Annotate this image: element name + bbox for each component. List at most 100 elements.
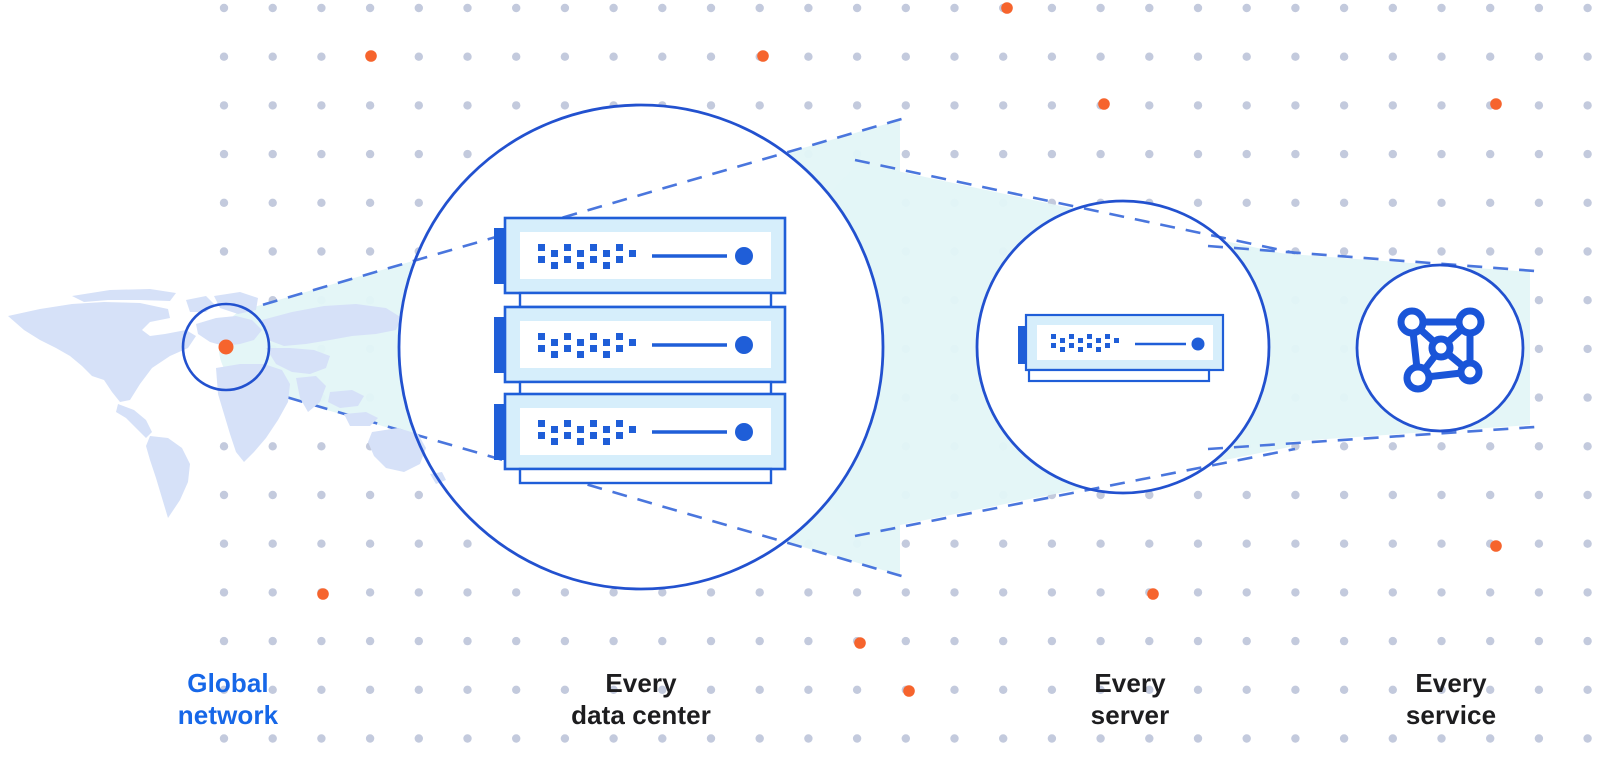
- service-circle[interactable]: [1355, 263, 1525, 433]
- grid-dot: [463, 52, 472, 61]
- grid-dot: [268, 490, 277, 500]
- grid-dot: [219, 52, 229, 61]
- grid-dot: [219, 101, 229, 110]
- dashed-line-server-top: [1207, 244, 1536, 273]
- stage-every-data-center[interactable]: [397, 103, 885, 591]
- grid-dot: [317, 539, 326, 548]
- grid-dot: [755, 636, 764, 646]
- grid-dot: [268, 52, 277, 61]
- grid-dot: [1583, 636, 1592, 646]
- grid-dot: [852, 734, 862, 743]
- grid-dot: [1534, 101, 1544, 110]
- grid-dot: [1193, 3, 1203, 13]
- grid-dot: [365, 247, 375, 256]
- grid-dot: [317, 101, 326, 110]
- grid-dot: [1242, 490, 1251, 500]
- grid-dot: [755, 3, 764, 13]
- grid-dot: [852, 685, 862, 694]
- grid-dot: [1193, 636, 1203, 646]
- grid-dot: [1193, 149, 1203, 159]
- grid-dot: [1339, 442, 1349, 451]
- grid-dot: [999, 636, 1008, 646]
- accent-grid-dot: [1001, 2, 1013, 14]
- grid-dot: [609, 588, 618, 597]
- grid-dot: [1242, 588, 1251, 597]
- grid-dot: [1388, 685, 1398, 694]
- grid-dot: [1583, 442, 1592, 451]
- grid-dot: [1437, 442, 1446, 451]
- grid-dot: [1242, 52, 1251, 61]
- grid-dot: [219, 539, 229, 548]
- grid-dot: [804, 588, 813, 597]
- grid-dot: [512, 52, 521, 61]
- global-network-highlight-circle[interactable]: [181, 302, 271, 392]
- grid-dot: [1339, 490, 1349, 500]
- grid-dot: [414, 101, 423, 110]
- grid-dot: [1145, 685, 1154, 694]
- grid-dot: [414, 636, 423, 646]
- grid-dot: [804, 685, 813, 694]
- grid-dot: [1339, 198, 1349, 207]
- stage-global-network[interactable]: [8, 289, 446, 518]
- stage-every-service[interactable]: [1355, 263, 1525, 433]
- grid-dot: [1339, 3, 1349, 13]
- dashed-line-datacenter-bottom: [854, 447, 1296, 538]
- grid-dot: [219, 442, 229, 451]
- grid-dot: [901, 539, 910, 548]
- grid-dot: [658, 3, 667, 13]
- grid-dot: [999, 734, 1008, 743]
- grid-dot: [560, 685, 570, 694]
- grid-dot: [755, 734, 764, 743]
- server-circle[interactable]: [975, 199, 1271, 495]
- grid-dot: [414, 588, 423, 597]
- grid-dot: [1242, 539, 1251, 548]
- grid-dot: [219, 588, 229, 597]
- grid-dot: [1486, 588, 1495, 597]
- stage-every-server[interactable]: [975, 199, 1271, 495]
- grid-dot: [463, 734, 472, 743]
- grid-dot: [706, 3, 716, 13]
- grid-dot: [1388, 636, 1398, 646]
- grid-dot: [560, 52, 570, 61]
- grid-dot: [1242, 149, 1251, 159]
- data-center-circle[interactable]: [397, 103, 885, 591]
- grid-dot: [1145, 101, 1154, 110]
- grid-dot: [950, 52, 959, 61]
- dot-matrix-vent: [538, 244, 636, 269]
- grid-dot: [219, 149, 229, 159]
- grid-dot: [1047, 539, 1057, 548]
- grid-dot: [901, 101, 910, 110]
- grid-dot: [1047, 588, 1057, 597]
- grid-dot: [1534, 296, 1544, 305]
- grid-dot: [1145, 3, 1154, 13]
- grid-dot: [1583, 734, 1592, 743]
- network-nodes-icon: [1397, 307, 1485, 393]
- grid-dot: [1339, 685, 1349, 694]
- grid-dot: [1486, 442, 1495, 451]
- grid-dot: [658, 734, 667, 743]
- grid-dot: [804, 636, 813, 646]
- grid-dot: [1339, 539, 1349, 548]
- grid-dot: [1388, 198, 1398, 207]
- grid-dot: [219, 734, 229, 743]
- grid-dot: [658, 52, 667, 61]
- global-network-marker-dot[interactable]: [218, 339, 234, 355]
- grid-dot: [1534, 442, 1544, 451]
- grid-dot: [1534, 198, 1544, 207]
- grid-dot: [219, 198, 229, 207]
- grid-dot: [365, 734, 375, 743]
- grid-dot: [219, 247, 229, 256]
- grid-dot: [658, 685, 667, 694]
- grid-dot: [1291, 490, 1300, 500]
- grid-dot: [1437, 685, 1446, 694]
- grid-dot: [755, 685, 764, 694]
- grid-dot: [1291, 539, 1300, 548]
- grid-dot: [1096, 636, 1105, 646]
- grid-dot: [1339, 101, 1349, 110]
- grid-dot: [1388, 247, 1398, 256]
- grid-dot: [1096, 3, 1105, 13]
- grid-dot: [1388, 539, 1398, 548]
- grid-dot: [609, 3, 618, 13]
- grid-dot: [950, 734, 959, 743]
